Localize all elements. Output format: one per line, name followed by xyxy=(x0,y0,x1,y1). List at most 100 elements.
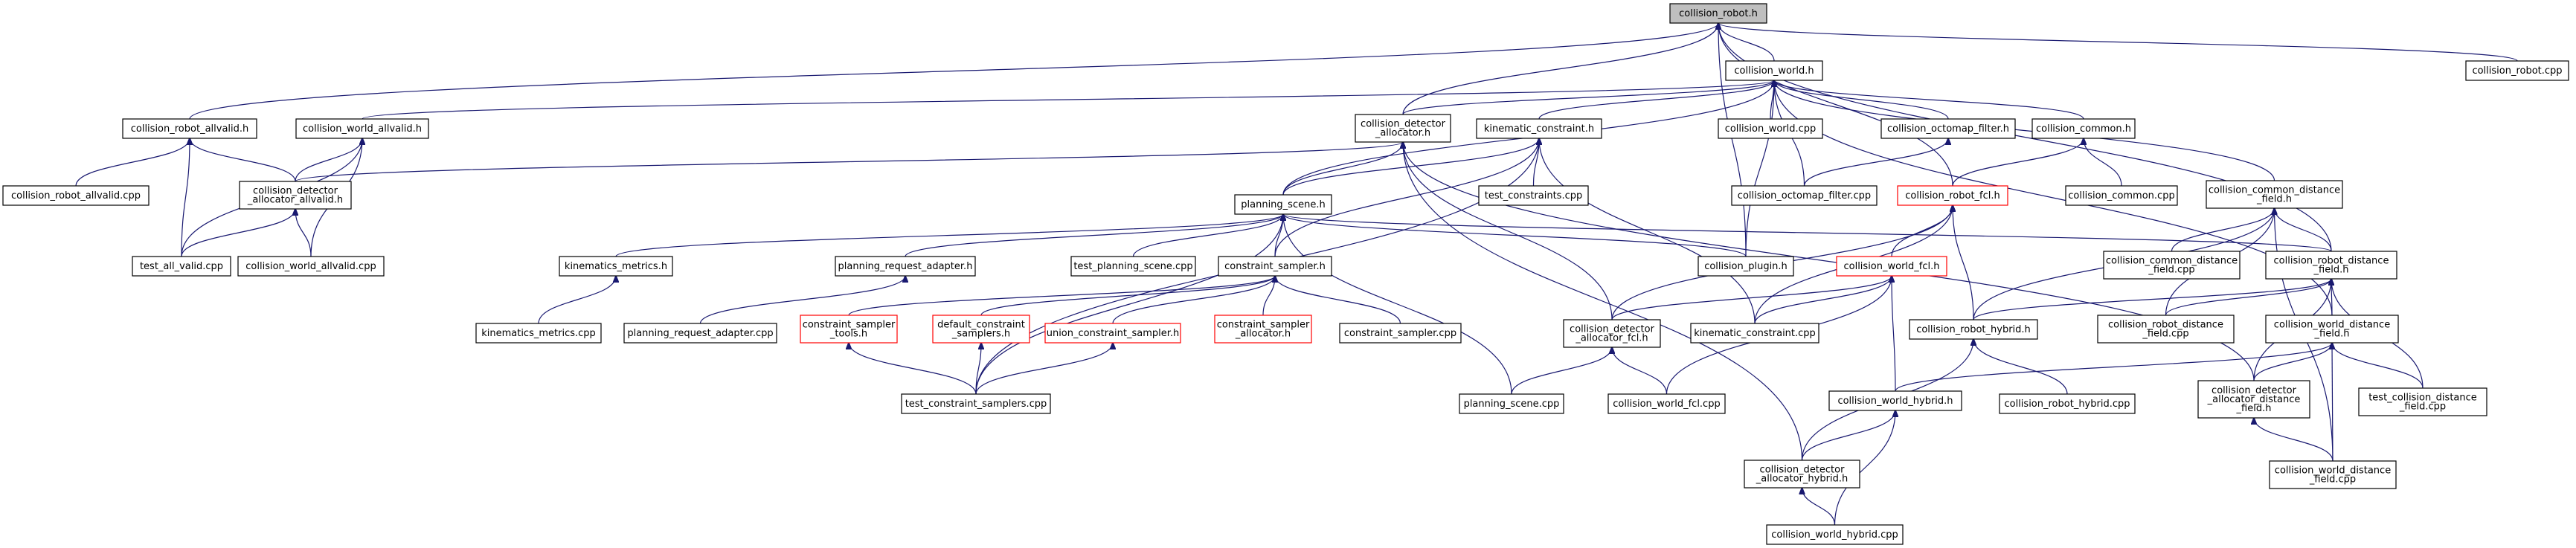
node-box-kinematic-constraint-cpp xyxy=(1690,323,1819,344)
node-collision-robot-distance-field-h[interactable]: collision_robot_distance_field.h xyxy=(2265,251,2397,280)
node-collision-detector-allocator-h[interactable]: collision_detector_allocator.h xyxy=(1355,114,1451,143)
node-test-collision-distance-field-cpp[interactable]: test_collision_distance_field.cpp xyxy=(2358,387,2487,416)
node-box-collision-detector-allocator-fcl-h xyxy=(1563,319,1661,348)
edge-kinematics-metrics-h-to-planning-scene-h xyxy=(615,214,1283,257)
edge-collision-detector-allocator-h-to-collision-world-h xyxy=(1402,80,1774,115)
edge-test-constraint-samplers-cpp-to-planning-scene-h xyxy=(975,214,1283,395)
node-label: collision_robot_hybrid.h xyxy=(1916,324,2031,335)
node-planning-request-adapter-cpp[interactable]: planning_request_adapter.cpp xyxy=(623,323,777,344)
node-label: test_collision_distance xyxy=(2368,393,2477,404)
node-label: collision_world_fcl.h xyxy=(1843,261,1939,272)
node-test-all-valid-cpp[interactable]: test_all_valid.cpp xyxy=(132,256,231,277)
node-collision-plugin-h[interactable]: collision_plugin.h xyxy=(1697,256,1794,277)
node-box-collision-detector-allocator-hybrid-h xyxy=(1744,460,1860,489)
node-collision-common-cpp[interactable]: collision_common.cpp xyxy=(2065,185,2178,206)
node-box-collision-world-cpp xyxy=(1718,118,1823,139)
node-collision-octomap-filter-h[interactable]: collision_octomap_filter.h xyxy=(1880,118,2016,139)
edge-collision-detector-allocator-allvalid-h-to-collision-detector-allocator-h xyxy=(295,142,1403,182)
node-collision-robot-allvalid-cpp[interactable]: collision_robot_allvalid.cpp xyxy=(2,185,150,206)
node-kinematic-constraint-cpp[interactable]: kinematic_constraint.cpp xyxy=(1690,323,1819,344)
node-collision-robot-hybrid-cpp[interactable]: collision_robot_hybrid.cpp xyxy=(1999,393,2136,414)
node-collision-world-allvalid-cpp[interactable]: collision_world_allvalid.cpp xyxy=(237,256,385,277)
node-label: collision_world_hybrid.cpp xyxy=(1771,529,1898,541)
node-box-collision-robot-allvalid-h xyxy=(122,118,257,139)
node-collision-robot-fcl-h[interactable]: collision_robot_fcl.h xyxy=(1897,185,2008,206)
node-collision-octomap-filter-cpp[interactable]: collision_octomap_filter.cpp xyxy=(1731,185,1878,206)
node-label: _field.cpp xyxy=(2148,265,2194,276)
node-box-planning-scene-h xyxy=(1234,194,1332,215)
node-collision-world-allvalid-h[interactable]: collision_world_allvalid.h xyxy=(295,118,429,139)
edge-collision-common-distance-field-cpp-to-collision-common-distance-field-h xyxy=(2171,208,2275,252)
node-box-test-collision-distance-field-cpp xyxy=(2358,387,2487,416)
node-box-planning-request-adapter-h xyxy=(835,256,976,277)
node-test-constraints-cpp[interactable]: test_constraints.cpp xyxy=(1478,185,1589,206)
node-test-planning-scene-cpp[interactable]: test_planning_scene.cpp xyxy=(1070,256,1196,277)
node-label: planning_request_adapter.cpp xyxy=(627,328,773,339)
node-collision-common-distance-field-h[interactable]: collision_common_distance_field.h xyxy=(2206,180,2343,209)
node-collision-world-hybrid-h[interactable]: collision_world_hybrid.h xyxy=(1828,390,1962,411)
node-label: collision_world_allvalid.h xyxy=(303,123,422,135)
node-collision-world-h[interactable]: collision_world.h xyxy=(1725,60,1823,81)
node-collision-robot-distance-field-cpp[interactable]: collision_robot_distance_field.cpp xyxy=(2097,315,2235,344)
node-label: collision_common.cpp xyxy=(2068,190,2174,202)
node-label: planning_request_adapter.h xyxy=(838,261,973,272)
node-constraint-sampler-cpp[interactable]: constraint_sampler.cpp xyxy=(1339,323,1462,344)
node-box-kinematics-metrics-cpp xyxy=(475,323,602,344)
node-collision-world-fcl-h[interactable]: collision_world_fcl.h xyxy=(1836,256,1947,277)
node-label: collision_world_hybrid.h xyxy=(1837,396,1953,407)
edge-layer xyxy=(75,23,2518,526)
edge-collision-robot-hybrid-h-to-collision-robot-distance-field-h xyxy=(1973,279,2331,320)
node-union-constraint-sampler-h[interactable]: union_constraint_sampler.h xyxy=(1044,323,1181,344)
node-box-union-constraint-sampler-h xyxy=(1044,323,1181,344)
node-collision-common-h[interactable]: collision_common.h xyxy=(2031,118,2136,139)
edge-collision-detector-allocator-hybrid-h-to-collision-world-hybrid-h xyxy=(1801,410,1896,461)
node-label: _field.cpp xyxy=(2142,329,2188,340)
node-kinematics-metrics-cpp[interactable]: kinematics_metrics.cpp xyxy=(475,323,602,344)
node-label: test_all_valid.cpp xyxy=(140,261,223,272)
node-default-constraint-samplers-h[interactable]: default_constraint_samplers.h xyxy=(932,315,1030,344)
node-constraint-sampler-tools-h[interactable]: constraint_sampler_tools.h xyxy=(800,315,898,344)
node-planning-request-adapter-h[interactable]: planning_request_adapter.h xyxy=(835,256,976,277)
node-collision-world-fcl-cpp[interactable]: collision_world_fcl.cpp xyxy=(1607,393,1726,414)
node-collision-common-distance-field-cpp[interactable]: collision_common_distance_field.cpp xyxy=(2103,251,2241,280)
node-collision-robot-cpp[interactable]: collision_robot.cpp xyxy=(2465,60,2569,81)
node-constraint-sampler-allocator-h[interactable]: constraint_sampler_allocator.h xyxy=(1214,315,1312,344)
node-kinematic-constraint-h[interactable]: kinematic_constraint.h xyxy=(1476,118,1602,139)
node-label: _allocator_hybrid.h xyxy=(1756,474,1848,485)
node-collision-robot-hybrid-h[interactable]: collision_robot_hybrid.h xyxy=(1909,319,2038,340)
node-label: collision_detector xyxy=(1760,465,1846,476)
node-box-test-constraint-samplers-cpp xyxy=(901,393,1051,414)
node-box-collision-detector-allocator-h xyxy=(1355,114,1451,143)
node-collision-world-distance-field-cpp[interactable]: collision_world_distance_field.cpp xyxy=(2269,460,2397,489)
node-constraint-sampler-h[interactable]: constraint_sampler.h xyxy=(1218,256,1332,277)
node-collision-world-hybrid-cpp[interactable]: collision_world_hybrid.cpp xyxy=(1766,524,1904,545)
node-collision-world-cpp[interactable]: collision_world.cpp xyxy=(1718,118,1823,139)
node-collision-robot-allvalid-h[interactable]: collision_robot_allvalid.h xyxy=(122,118,257,139)
edge-collision-plugin-h-to-collision-robot-h xyxy=(1718,23,1747,257)
node-collision-detector-allocator-hybrid-h[interactable]: collision_detector_allocator_hybrid.h xyxy=(1744,460,1860,489)
edge-collision-detector-allocator-allvalid-h-to-collision-robot-allvalid-h xyxy=(190,138,296,182)
node-kinematics-metrics-h[interactable]: kinematics_metrics.h xyxy=(559,256,673,277)
node-collision-robot-h[interactable]: collision_robot.h xyxy=(1669,3,1767,24)
edge-planning-scene-cpp-to-planning-scene-h xyxy=(1283,214,1512,395)
node-planning-scene-h[interactable]: planning_scene.h xyxy=(1234,194,1332,215)
node-box-test-all-valid-cpp xyxy=(132,256,231,277)
node-collision-detector-allocator-distance-field-h[interactable]: collision_detector_allocator_distance_fi… xyxy=(2197,380,2310,419)
edge-collision-world-hybrid-cpp-to-collision-detector-allocator-hybrid-h xyxy=(1802,488,1836,526)
edge-collision-robot-fcl-h-to-collision-common-h xyxy=(1952,138,2084,187)
edge-collision-robot-allvalid-h-to-collision-robot-h xyxy=(189,23,1718,120)
node-label: collision_detector xyxy=(1570,324,1655,335)
node-planning-scene-cpp[interactable]: planning_scene.cpp xyxy=(1459,393,1564,414)
node-box-collision-detector-allocator-distance-field-h xyxy=(2197,380,2310,419)
node-label: planning_scene.h xyxy=(1241,199,1325,210)
node-label: collision_detector xyxy=(1361,119,1446,130)
node-collision-detector-allocator-fcl-h[interactable]: collision_detector_allocator_fcl.h xyxy=(1563,319,1661,348)
node-test-constraint-samplers-cpp[interactable]: test_constraint_samplers.cpp xyxy=(901,393,1051,414)
node-label: collision_world_fcl.cpp xyxy=(1613,399,1720,410)
node-box-constraint-sampler-cpp xyxy=(1339,323,1462,344)
edge-test-constraint-samplers-cpp-to-constraint-sampler-tools-h xyxy=(849,343,977,395)
node-box-planning-scene-cpp xyxy=(1459,393,1564,414)
node-collision-world-distance-field-h[interactable]: collision_world_distance_field.h xyxy=(2265,315,2399,344)
node-collision-detector-allocator-allvalid-h[interactable]: collision_detector_allocator_allvalid.h xyxy=(239,181,352,210)
